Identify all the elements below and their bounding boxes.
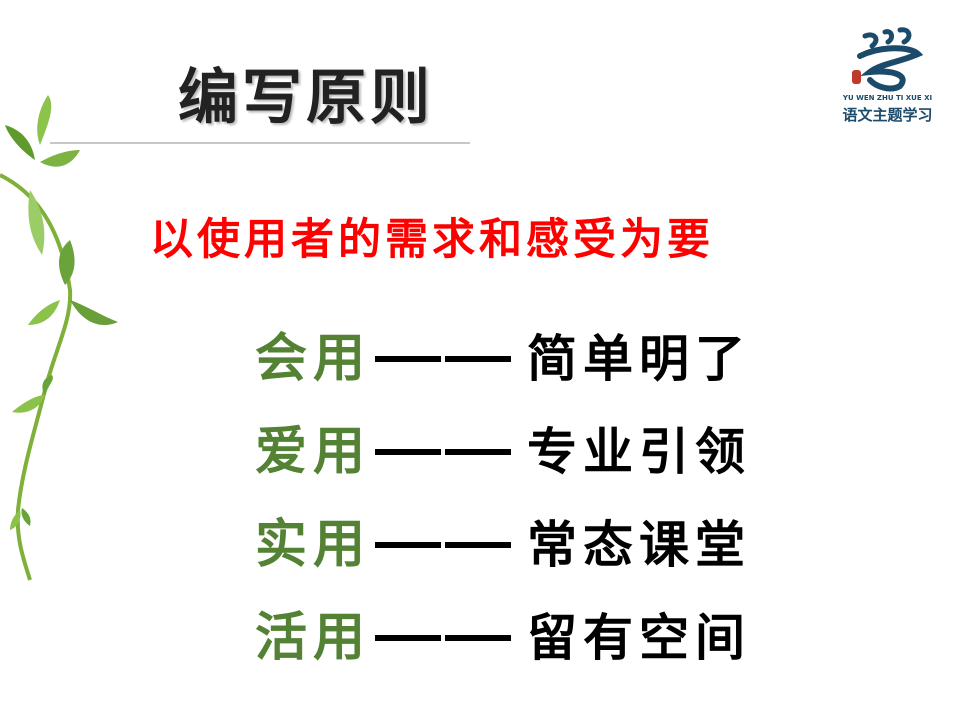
brand-logo: YU WEN ZHU TI XUE XI 语文主题学习	[830, 24, 945, 128]
principle-key: 爱用	[255, 421, 372, 482]
slide-title: 编写原则	[178, 63, 434, 133]
principle-item: 活用 留有空间	[255, 591, 751, 684]
vine-leaves-decoration	[0, 95, 118, 581]
principle-desc: 专业引领	[527, 422, 752, 481]
slide-subtitle: 以使用者的需求和感受为要	[150, 215, 714, 265]
principle-desc: 常态课堂	[527, 515, 752, 574]
logo-name: 语文主题学习	[842, 106, 933, 124]
principle-key: 实用	[255, 514, 372, 575]
dash-separator	[371, 634, 521, 641]
principle-item: 爱用 专业引领	[255, 405, 751, 498]
principle-desc: 留有空间	[527, 608, 752, 667]
principle-item: 实用 常态课堂	[255, 498, 751, 591]
principle-item: 会用 简单明了	[255, 312, 751, 405]
dash-separator	[371, 541, 521, 548]
principle-key: 会用	[255, 328, 372, 389]
logo-pinyin: YU WEN ZHU TI XUE XI	[842, 94, 933, 102]
principle-desc: 简单明了	[527, 329, 752, 388]
dash-separator	[371, 355, 521, 362]
xue-calligraphy-icon	[852, 27, 924, 92]
title-divider	[50, 142, 470, 144]
principles-list: 会用 简单明了 爱用 专业引领 实用 常态课堂 活用 留有空间	[255, 312, 751, 684]
principle-key: 活用	[255, 607, 372, 668]
dash-separator	[371, 448, 521, 455]
